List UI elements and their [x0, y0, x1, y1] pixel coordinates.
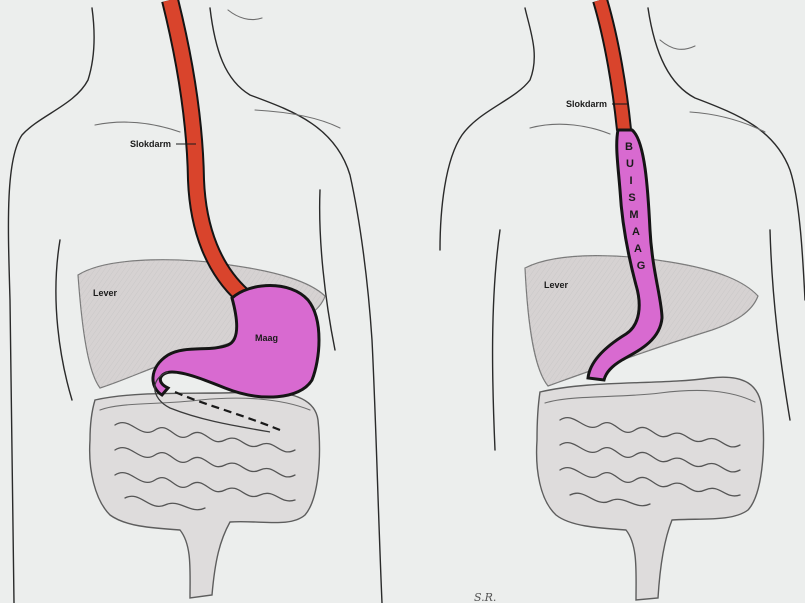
- right-collar-sketch: [530, 112, 765, 134]
- left-esophagus-fill: [170, 0, 243, 296]
- tube-stomach-letter: B: [625, 141, 633, 153]
- right-arm-line: [493, 230, 500, 450]
- right-neck-sketch: [660, 40, 695, 49]
- right-body-outline-right: [648, 8, 805, 300]
- left-collar-sketch: [95, 110, 340, 132]
- left-arm-line: [56, 240, 72, 400]
- tube-stomach-letter: S: [628, 192, 635, 204]
- right-liver-label: Lever: [544, 280, 569, 290]
- left-esophagus-label: Slokdarm: [130, 139, 171, 149]
- tube-stomach-letter: G: [637, 260, 646, 272]
- right-arm-line-2: [770, 230, 790, 420]
- tube-stomach-letter: M: [629, 209, 638, 221]
- left-neck-sketch: [228, 10, 262, 20]
- right-intestines: [537, 377, 764, 600]
- left-stomach-label: Maag: [255, 333, 278, 343]
- artist-signature: S.R.: [474, 591, 496, 603]
- right-body-outline: [440, 8, 534, 250]
- tube-stomach-letter: U: [626, 158, 634, 170]
- tube-stomach-letter: A: [634, 243, 642, 255]
- left-liver-label: Lever: [93, 288, 118, 298]
- tube-stomach-letter: I: [629, 175, 632, 187]
- left-figure: Slokdarm Lever Maag: [8, 0, 382, 603]
- tube-stomach-letter: A: [632, 226, 640, 238]
- left-arm-line-2: [320, 190, 335, 350]
- right-esophagus-label: Slokdarm: [566, 99, 607, 109]
